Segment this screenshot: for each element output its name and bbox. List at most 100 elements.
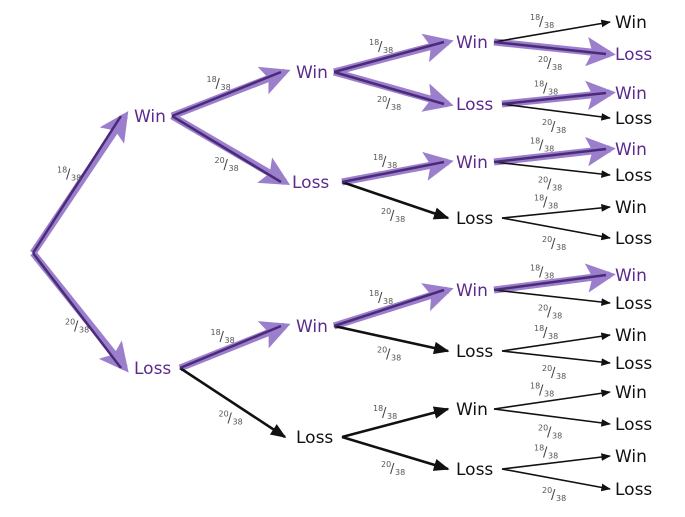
- edge-core-w: [31, 115, 123, 254]
- prob-denominator: 38: [395, 215, 405, 224]
- probability-label-llw: 18/38: [373, 404, 397, 421]
- prob-slash: /: [224, 158, 229, 173]
- prob-numerator: 20: [381, 460, 391, 469]
- prob-numerator: 18: [369, 289, 379, 298]
- prob-slash: /: [543, 82, 548, 97]
- probability-label-wwww: 18/38: [530, 13, 554, 30]
- prob-numerator: 18: [57, 166, 67, 175]
- edge-core-lw: [179, 324, 282, 370]
- prob-slash: /: [539, 15, 544, 30]
- node-label-w: Win: [134, 107, 166, 127]
- edge-wlwl: [493, 161, 611, 178]
- probability-label-llww: 18/38: [530, 382, 554, 399]
- edge-core-www: [333, 40, 445, 74]
- prob-denominator: 38: [548, 202, 558, 211]
- probability-label-lwwl: 20/38: [538, 304, 562, 321]
- node-label-wwlw: Win: [615, 84, 647, 104]
- prob-numerator: 20: [538, 304, 548, 313]
- prob-numerator: 20: [542, 486, 552, 495]
- probability-label-wwlw: 18/38: [534, 80, 558, 97]
- prob-numerator: 20: [538, 176, 548, 185]
- node-label-llwl: Loss: [615, 415, 652, 435]
- prob-slash: /: [390, 462, 395, 477]
- prob-denominator: 38: [71, 174, 81, 183]
- prob-denominator: 38: [552, 312, 562, 321]
- node-label-wlwl: Loss: [615, 166, 652, 186]
- prob-slash: /: [547, 426, 552, 441]
- prob-denominator: 38: [552, 184, 562, 193]
- prob-denominator: 38: [225, 336, 235, 345]
- prob-denominator: 38: [221, 83, 231, 92]
- probability-label-lww: 18/38: [369, 289, 393, 306]
- prob-slash: /: [547, 57, 552, 72]
- probability-label-lwlw: 18/38: [534, 324, 558, 341]
- node-label-lll: Loss: [456, 460, 493, 480]
- prob-numerator: 18: [530, 137, 540, 146]
- node-label-l: Loss: [134, 359, 171, 379]
- prob-numerator: 20: [538, 424, 548, 433]
- node-label-wlll: Loss: [615, 229, 652, 249]
- prob-numerator: 18: [369, 38, 379, 47]
- prob-numerator: 18: [534, 444, 544, 453]
- edge-core-l: [32, 252, 122, 369]
- node-label-lwlw: Win: [615, 326, 647, 346]
- prob-denominator: 38: [544, 390, 554, 399]
- edge-core-wlw: [341, 160, 445, 184]
- prob-slash: /: [386, 97, 391, 112]
- edge-lwwl: [493, 289, 611, 306]
- edge-ll: [179, 366, 287, 439]
- node-label-wlw: Win: [456, 153, 488, 173]
- probability-label-wlw: 18/38: [373, 153, 397, 170]
- edge-lwl: [333, 324, 450, 355]
- edge-core-wwlw: [501, 91, 607, 106]
- probability-label-www: 18/38: [369, 38, 393, 55]
- prob-denominator: 38: [556, 243, 566, 252]
- prob-numerator: 18: [530, 264, 540, 273]
- node-label-wll: Loss: [456, 209, 493, 229]
- edge-wwll: [501, 103, 611, 121]
- prob-numerator: 20: [538, 55, 548, 64]
- prob-denominator: 38: [391, 103, 401, 112]
- probability-label-wllw: 18/38: [534, 194, 558, 211]
- prob-denominator: 38: [383, 297, 393, 306]
- prob-slash: /: [551, 488, 556, 503]
- prob-numerator: 20: [542, 235, 552, 244]
- edge-llll: [501, 468, 611, 492]
- edge-core-ww: [171, 70, 282, 118]
- prob-denominator: 38: [552, 63, 562, 72]
- node-label-wlww: Win: [615, 140, 647, 160]
- probability-label-wwll: 20/38: [542, 118, 566, 135]
- probability-label-w: 18/38: [57, 166, 81, 183]
- prob-denominator: 38: [391, 354, 401, 363]
- edge-llwl: [493, 408, 611, 427]
- prob-denominator: 38: [548, 452, 558, 461]
- prob-numerator: 18: [534, 80, 544, 89]
- node-label-wwll: Loss: [615, 109, 652, 129]
- node-label-lwl: Loss: [456, 342, 493, 362]
- edge-lll: [341, 435, 450, 471]
- prob-numerator: 20: [542, 118, 552, 127]
- prob-slash: /: [216, 77, 221, 92]
- prob-slash: /: [390, 209, 395, 224]
- prob-slash: /: [378, 291, 383, 306]
- prob-slash: /: [551, 366, 556, 381]
- node-label-ll: Loss: [296, 428, 333, 448]
- node-label-wwww: Win: [615, 13, 647, 33]
- prob-slash: /: [551, 120, 556, 135]
- edge-llww: [493, 389, 611, 410]
- prob-denominator: 38: [544, 272, 554, 281]
- prob-slash: /: [547, 306, 552, 321]
- probability-label-ll: 20/38: [219, 410, 243, 427]
- prob-numerator: 20: [542, 364, 552, 373]
- edge-lwll: [501, 350, 611, 366]
- prob-denominator: 38: [556, 494, 566, 503]
- prob-slash: /: [382, 155, 387, 170]
- probability-label-wwl: 20/38: [377, 95, 401, 112]
- node-label-wl: Loss: [292, 173, 329, 193]
- prob-denominator: 38: [79, 326, 89, 335]
- node-label-lwll: Loss: [615, 354, 652, 374]
- prob-denominator: 38: [387, 412, 397, 421]
- prob-numerator: 18: [211, 328, 221, 337]
- prob-numerator: 18: [207, 75, 217, 84]
